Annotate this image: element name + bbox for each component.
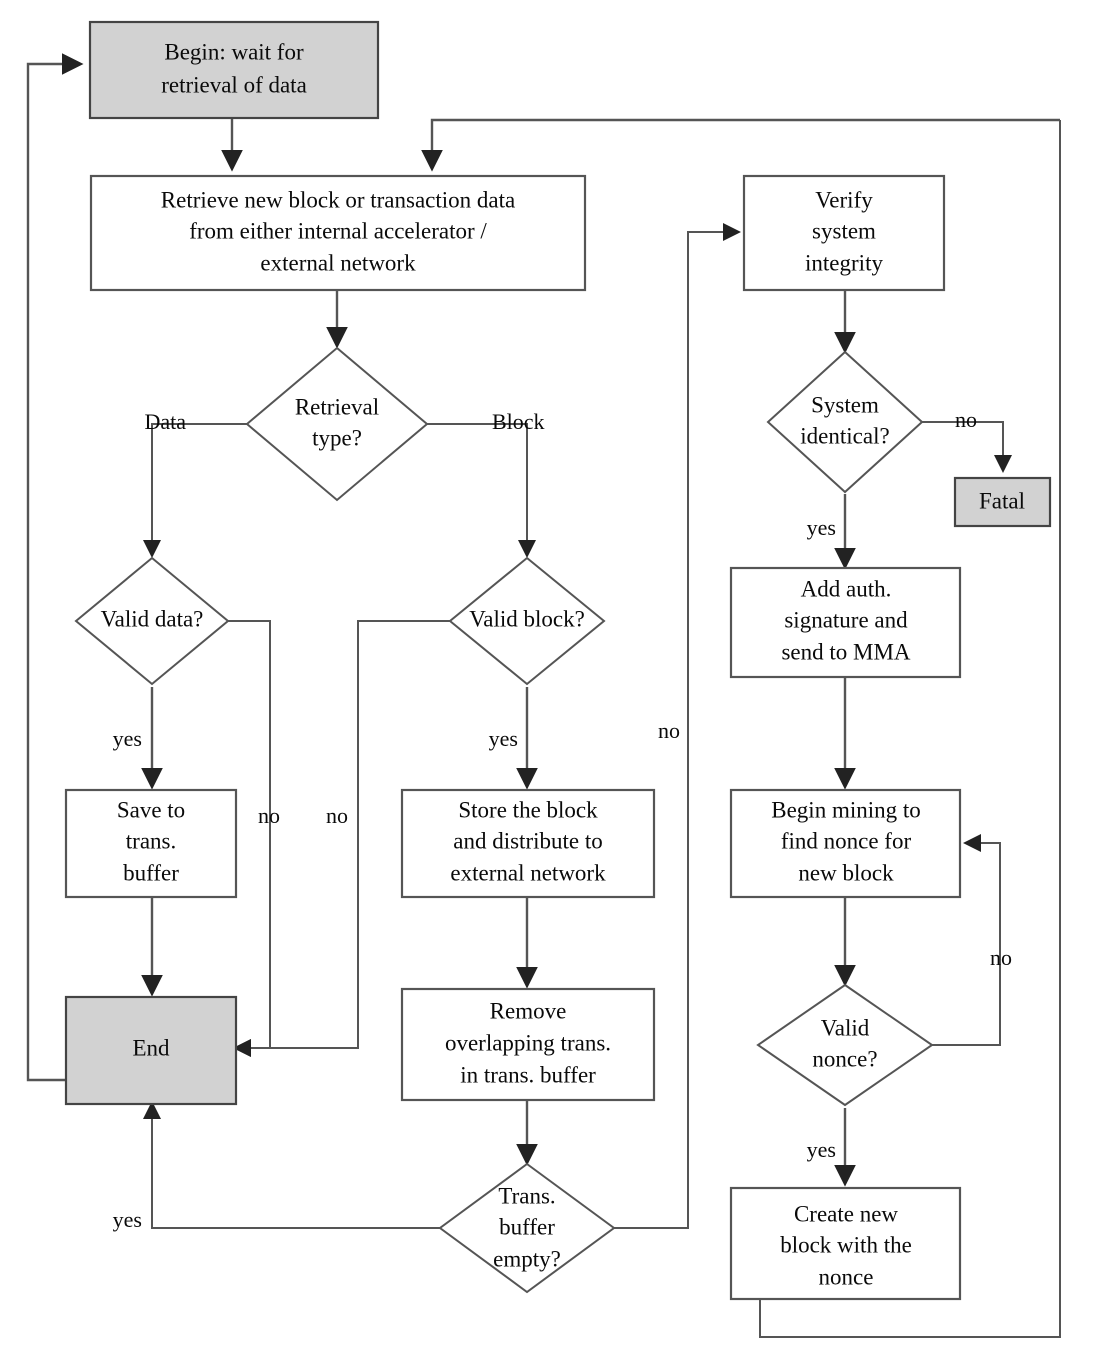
node-trans-empty-line-1: Trans. (498, 1183, 555, 1208)
edge-end-to-begin (26, 53, 84, 1082)
edge-label-block: Block (492, 409, 545, 434)
node-end-label: End (132, 1035, 170, 1060)
node-add-auth-line-1: Add auth. (801, 576, 892, 601)
edge-label-system-identical-no: no (955, 407, 977, 432)
connectors (26, 53, 1061, 1338)
node-begin-line-1: Begin: wait for (164, 39, 304, 64)
node-valid-block: Valid block? (448, 556, 606, 686)
edge-transempty-no (614, 223, 741, 1229)
edge-label-system-identical-yes: yes (807, 515, 836, 540)
edge-validnonce-no (932, 834, 1001, 1046)
node-fatal-label: Fatal (979, 488, 1025, 513)
edge-toploop-to-retrieve (421, 118, 1060, 172)
edge-createblock-to-toploop (759, 120, 1061, 1338)
node-begin-mining-line-2: find nonce for (781, 828, 912, 853)
node-retrieval-type-line-1: Retrieval (295, 394, 379, 419)
node-retrieve-line-2: from either internal accelerator / (189, 218, 487, 243)
edge-validblock-no (233, 620, 450, 1057)
node-save-trans: Save to trans. buffer (64, 788, 238, 899)
node-begin-mining-line-1: Begin mining to (771, 797, 921, 822)
node-add-auth-line-3: send to MMA (781, 639, 910, 664)
node-add-auth-line-2: signature and (784, 607, 908, 632)
node-remove-overlap: Remove overlapping trans. in trans. buff… (400, 987, 656, 1102)
node-verify-line-3: integrity (805, 250, 883, 275)
node-valid-nonce-line-1: Valid (821, 1015, 870, 1040)
node-create-block: Create new block with the nonce (729, 1186, 962, 1301)
node-trans-empty-line-3: empty? (493, 1246, 561, 1271)
node-save-trans-line-1: Save to (117, 797, 185, 822)
node-save-trans-line-3: buffer (123, 860, 179, 885)
edge-retrievaltype-block (427, 423, 536, 558)
node-retrieve-line-3: external network (260, 250, 416, 275)
node-valid-block-label: Valid block? (469, 606, 585, 631)
node-trans-empty-line-2: buffer (499, 1214, 555, 1239)
node-end: End (64, 995, 238, 1106)
node-system-identical: System identical? (766, 350, 924, 494)
node-valid-nonce-line-2: nonce? (812, 1046, 877, 1071)
node-remove-overlap-line-3: in trans. buffer (460, 1062, 596, 1087)
node-valid-data-label: Valid data? (101, 606, 204, 631)
edge-labels: Data Block yes no yes no yes no no yes y… (113, 407, 1012, 1232)
node-create-block-line-3: nonce (819, 1264, 874, 1289)
node-begin-line-2: retrieval of data (161, 72, 307, 97)
node-retrieval-type: Retrieval type? (245, 346, 429, 502)
node-add-auth: Add auth. signature and send to MMA (729, 566, 962, 679)
node-verify-line-2: system (812, 218, 876, 243)
edge-label-valid-nonce-no: no (990, 945, 1012, 970)
node-begin-mining: Begin mining to find nonce for new block (729, 788, 962, 899)
edge-retrievaltype-data (143, 423, 247, 558)
node-begin: Begin: wait for retrieval of data (88, 20, 380, 120)
node-system-identical-line-1: System (811, 392, 879, 417)
node-retrieve: Retrieve new block or transaction data f… (89, 174, 587, 292)
node-begin-mining-line-3: new block (798, 860, 894, 885)
node-create-block-line-2: block with the (780, 1232, 912, 1257)
node-create-block-line-1: Create new (794, 1201, 898, 1226)
node-verify: Verify system integrity (742, 174, 946, 292)
node-fatal: Fatal (953, 476, 1052, 528)
edge-systemident-no (922, 421, 1012, 473)
node-save-trans-line-2: trans. (126, 828, 176, 853)
node-store-block-line-3: external network (450, 860, 606, 885)
node-valid-data: Valid data? (74, 556, 230, 686)
edge-label-data: Data (144, 409, 186, 434)
node-store-block-line-1: Store the block (458, 797, 598, 822)
edge-label-valid-data-yes: yes (113, 726, 142, 751)
edge-label-valid-block-yes: yes (489, 726, 518, 751)
node-remove-overlap-line-1: Remove (490, 998, 567, 1023)
node-retrieve-line-1: Retrieve new block or transaction data (161, 187, 515, 212)
node-verify-line-1: Verify (815, 187, 873, 212)
node-system-identical-line-2: identical? (800, 423, 889, 448)
edge-label-valid-block-no: no (326, 803, 348, 828)
node-trans-empty: Trans. buffer empty? (438, 1162, 616, 1294)
edge-label-trans-empty-yes: yes (113, 1207, 142, 1232)
node-remove-overlap-line-2: overlapping trans. (445, 1030, 611, 1055)
edge-label-trans-empty-no: no (658, 718, 680, 743)
edge-label-valid-nonce-yes: yes (807, 1137, 836, 1162)
node-valid-nonce: Valid nonce? (756, 983, 934, 1107)
edge-transempty-yes (143, 1101, 440, 1229)
edge-label-valid-data-no: no (258, 803, 280, 828)
node-store-block: Store the block and distribute to extern… (400, 788, 656, 899)
node-store-block-line-2: and distribute to (453, 828, 602, 853)
node-retrieval-type-line-2: type? (312, 425, 362, 450)
